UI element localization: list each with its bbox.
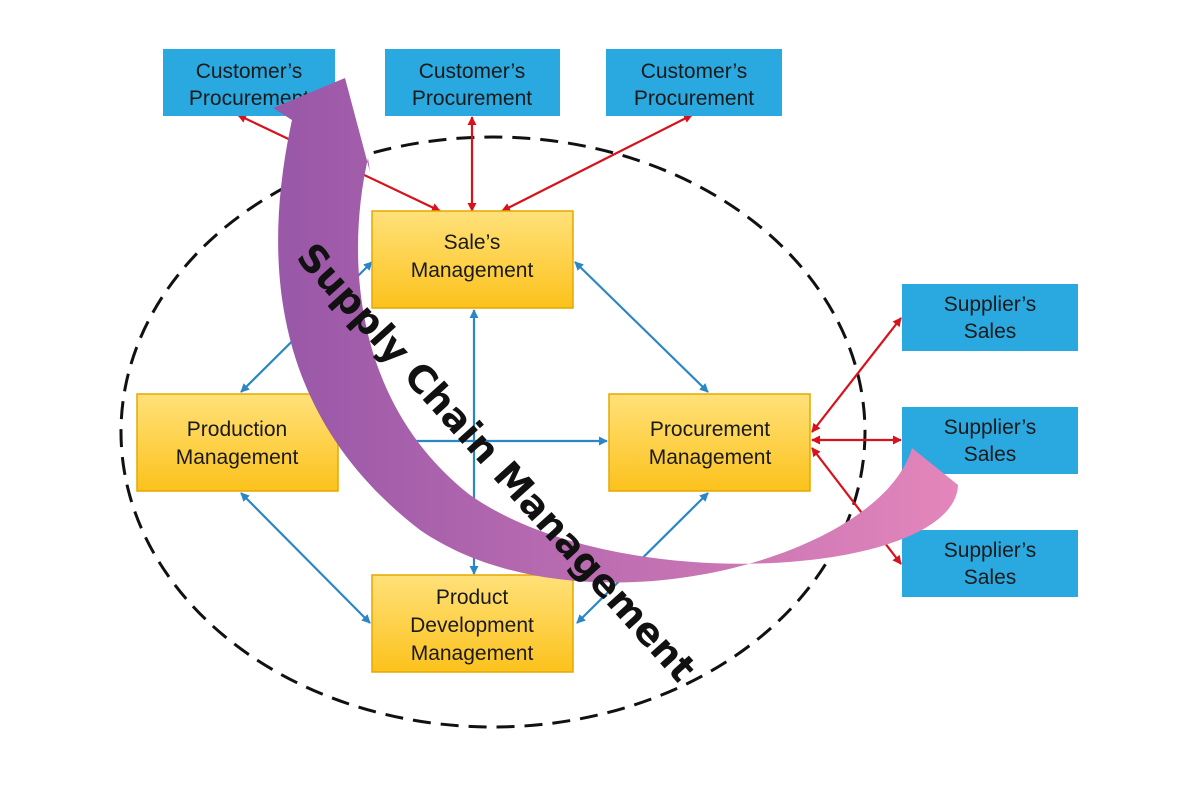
arrow-production-productdev — [240, 492, 371, 624]
supplier-sales-3-line2: Sales — [964, 566, 1017, 589]
arrow-sales-procurement — [574, 261, 709, 393]
customer-procurement-2-line2: Procurement — [412, 87, 532, 110]
supplier-sales-2: Supplier’s Sales — [902, 407, 1078, 474]
arrow-sales-customer-3 — [501, 114, 693, 212]
sales-management-line2: Management — [411, 259, 534, 282]
product-development-line1: Product — [436, 586, 509, 609]
production-management: Production Management — [136, 393, 339, 492]
production-management-line1: Production — [187, 418, 287, 441]
sales-management-line1: Sale’s — [444, 231, 501, 254]
sales-management: Sale’s Management — [371, 210, 574, 309]
arrow-procurement-supplier-1 — [811, 317, 902, 433]
product-development-line3: Management — [411, 642, 534, 665]
supplier-sales-2-line2: Sales — [964, 443, 1017, 466]
product-development-management: Product Development Management — [371, 574, 574, 673]
customer-procurement-2: Customer’s Procurement — [385, 49, 560, 116]
customer-procurement-3-line2: Procurement — [634, 87, 754, 110]
supplier-sales-1-line2: Sales — [964, 320, 1017, 343]
production-management-line2: Management — [176, 446, 299, 469]
supplier-sales-1-line1: Supplier’s — [944, 293, 1037, 316]
procurement-management-line1: Procurement — [650, 418, 770, 441]
supplier-sales-1: Supplier’s Sales — [902, 284, 1078, 351]
supply-chain-arc-arrow — [273, 78, 958, 583]
customer-procurement-2-line1: Customer’s — [419, 60, 526, 83]
supplier-sales-2-line1: Supplier’s — [944, 416, 1037, 439]
customer-procurement-1: Customer’s Procurement — [163, 49, 335, 116]
supplier-sales-3: Supplier’s Sales — [902, 530, 1078, 597]
product-development-line2: Development — [410, 614, 534, 637]
customer-procurement-3: Customer’s Procurement — [606, 49, 782, 116]
customer-procurement-1-line1: Customer’s — [196, 60, 303, 83]
supplier-sales-3-line1: Supplier’s — [944, 539, 1037, 562]
procurement-management-line2: Management — [649, 446, 772, 469]
customer-procurement-3-line1: Customer’s — [641, 60, 748, 83]
customer-procurement-1-line2: Procurement — [189, 87, 309, 110]
procurement-management: Procurement Management — [608, 393, 811, 492]
